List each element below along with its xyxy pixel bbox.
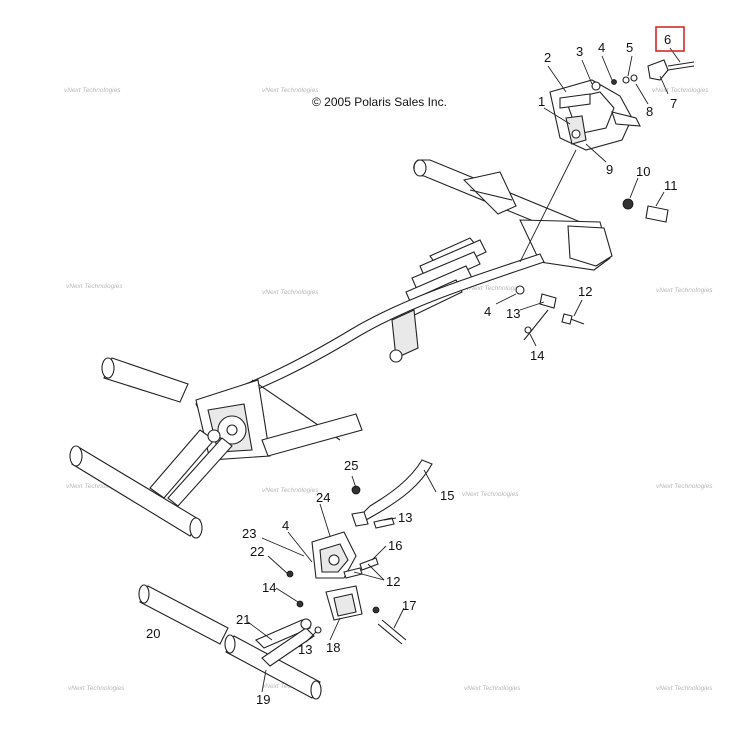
callout-1[interactable]: 1: [538, 94, 545, 109]
watermark: vNext Technologies: [466, 285, 523, 292]
callout-10[interactable]: 10: [636, 164, 650, 179]
callout-14[interactable]: 14: [262, 580, 276, 595]
callout-4[interactable]: 4: [282, 518, 289, 533]
callout-25[interactable]: 25: [344, 458, 358, 473]
callout-24[interactable]: 24: [316, 490, 330, 505]
highlight-box: [655, 26, 685, 52]
callout-8[interactable]: 8: [646, 104, 653, 119]
callout-7[interactable]: 7: [670, 96, 677, 111]
mid-hardware: [515, 198, 669, 341]
rear-linkage: [286, 459, 433, 645]
callout-19[interactable]: 19: [256, 692, 270, 707]
callout-23[interactable]: 23: [242, 526, 256, 541]
front-cross-tube: [413, 159, 613, 271]
watermark: vNext Technologies: [262, 289, 319, 296]
watermark: vNext Technologies: [656, 287, 713, 294]
callout-20[interactable]: 20: [146, 626, 160, 641]
callout-18[interactable]: 18: [326, 640, 340, 655]
watermark: vNext Technologies: [656, 483, 713, 490]
watermark: vNext Technologies: [262, 487, 319, 494]
callout-13[interactable]: 13: [398, 510, 412, 525]
callout-2[interactable]: 2: [544, 50, 551, 65]
shock-spring: [389, 237, 487, 363]
callout-13[interactable]: 13: [506, 306, 520, 321]
callout-3[interactable]: 3: [576, 44, 583, 59]
lower-axles: [138, 584, 322, 700]
callout-21[interactable]: 21: [236, 612, 250, 627]
watermark: vNext Technologies: [464, 685, 521, 692]
callout-22[interactable]: 22: [250, 544, 264, 559]
leader-lines: [247, 47, 681, 693]
callout-11[interactable]: 11: [664, 178, 678, 193]
callout-5[interactable]: 5: [626, 40, 633, 55]
callout-14[interactable]: 14: [530, 348, 544, 363]
callout-12[interactable]: 12: [386, 574, 400, 589]
callout-15[interactable]: 15: [440, 488, 454, 503]
callout-4[interactable]: 4: [598, 40, 605, 55]
callout-6[interactable]: 6: [664, 32, 671, 47]
callout-4[interactable]: 4: [484, 304, 491, 319]
watermark: vNext Technologies: [262, 87, 319, 94]
callout-12[interactable]: 12: [578, 284, 592, 299]
rear-arm-assembly: [69, 357, 363, 539]
watermark: vNext Technologies: [64, 87, 121, 94]
watermark: vNext Technologies: [652, 87, 709, 94]
watermark: vNext Technologies: [66, 483, 123, 490]
callout-9[interactable]: 9: [606, 162, 613, 177]
callout-17[interactable]: 17: [402, 598, 416, 613]
callout-13[interactable]: 13: [298, 642, 312, 657]
callouts: 2 3 4 5 6 7 8 1 9 10 11 12 4 13 14 25 15…: [146, 26, 685, 707]
watermark: vNext Technologies: [656, 685, 713, 692]
watermark: vNext Technologies: [68, 685, 125, 692]
copyright-text: © 2005 Polaris Sales Inc.: [312, 95, 447, 109]
watermark: vNext Technologies: [462, 491, 519, 498]
watermark: vNext Technologies: [66, 283, 123, 290]
callout-16[interactable]: 16: [388, 538, 402, 553]
upper-bracket-assembly: [549, 59, 695, 151]
